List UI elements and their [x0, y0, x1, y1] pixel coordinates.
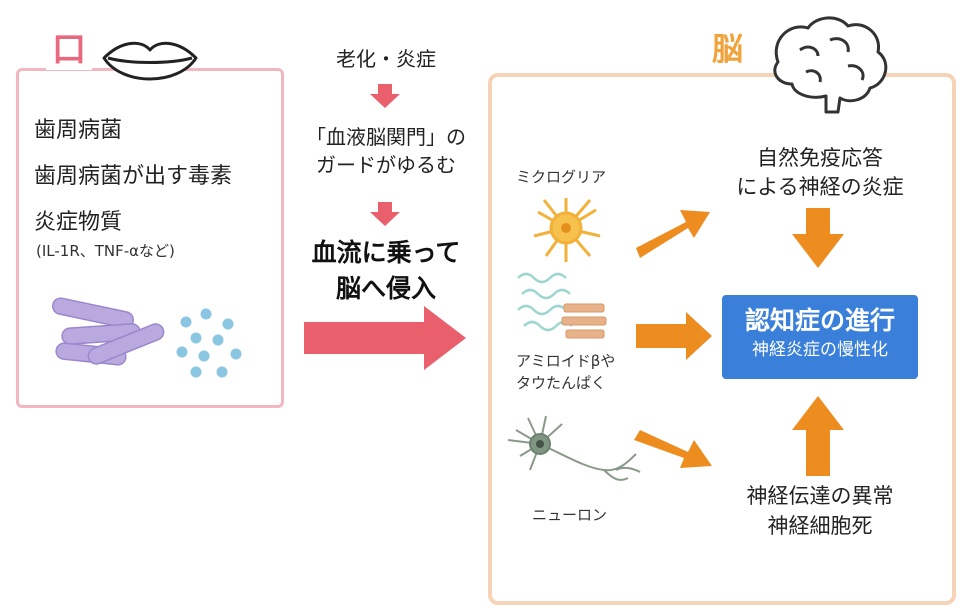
down-arrow-2 [370, 202, 400, 226]
cocci-dots-icon [176, 308, 242, 378]
neuron-icon [507, 415, 641, 481]
arrow-amyloid-to-dementia [636, 312, 712, 360]
mouth-note: (IL-1R、TNF-αなど) [36, 242, 175, 260]
microglia-icon [533, 198, 601, 262]
down-arrow-1 [370, 84, 400, 108]
step-bloodstream-line2: 脳へ侵入 [335, 274, 436, 303]
pink-arrows [304, 84, 466, 370]
brain-icon [773, 16, 888, 114]
arrow-neuron-to-dysfunction [634, 430, 712, 468]
neuro-dysfunction-line1: 神経伝達の異常 [746, 484, 894, 508]
neuro-dysfunction-line2: 神経細胞死 [767, 514, 873, 538]
step-aging-inflammation: 老化・炎症 [336, 47, 436, 71]
dementia-progression-box: 認知症の進行 神経炎症の慢性化 [722, 295, 918, 379]
mouth-item-inflammatory-substances: 炎症物質 [34, 210, 123, 235]
mouth-item-bacterial-toxins: 歯周病菌が出す毒素 [34, 164, 233, 189]
dementia-progression-title: 認知症の進行 [744, 306, 895, 335]
bacteria-rods-icon [51, 297, 165, 366]
innate-immune-line2: による神経の炎症 [736, 175, 904, 199]
innate-immune-line1: 自然免疫応答 [757, 146, 883, 170]
brain-title: 脳 [706, 30, 749, 70]
right-arrow-big [304, 306, 466, 370]
chronic-neuroinflammation-subtitle: 神経炎症の慢性化 [752, 340, 888, 360]
mouth-title: 口 [46, 30, 92, 70]
step-bloodstream-line1: 血流に乗って [311, 238, 461, 267]
arrow-dysfunction-up [792, 396, 844, 476]
mouth-item-periodontal-bacteria: 歯周病菌 [34, 118, 123, 143]
orange-arrows [634, 208, 844, 476]
neuron-label: ニューロン [532, 506, 608, 524]
lips-icon [102, 41, 198, 81]
arrow-inflammation-down [792, 208, 844, 268]
amyloid-label-line1: アミロイドβや [516, 352, 616, 370]
step-bbb-line1: 「血液脳関門」の [306, 125, 466, 149]
step-bbb-line2: ガードがゆるむ [316, 153, 456, 177]
arrow-microglia-to-inflammation [636, 210, 710, 258]
tau-tangle-icon [561, 303, 607, 339]
amyloid-label-line2: タウたんぱく [516, 374, 607, 392]
microglia-label: ミクログリア [516, 168, 607, 186]
